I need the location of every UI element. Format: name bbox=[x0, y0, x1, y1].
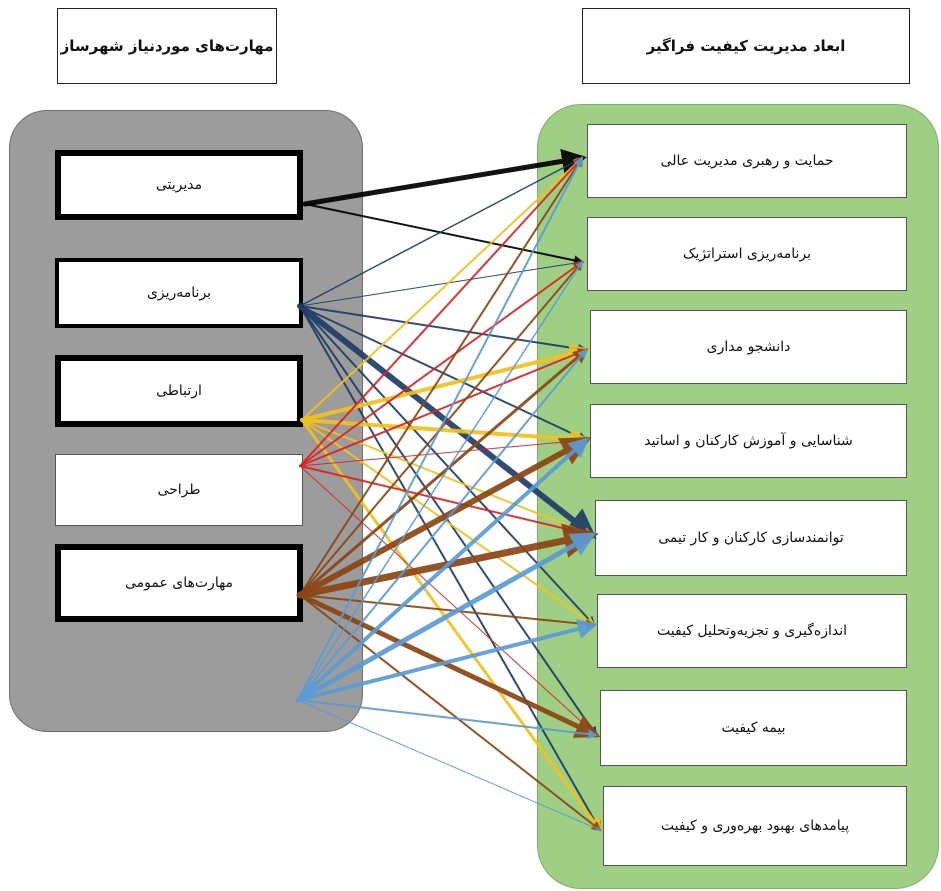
dimension-box: توانمندسازی کارکنان و کار تیمی bbox=[595, 500, 907, 576]
arrow-management-to-dimension-1 bbox=[304, 203, 584, 266]
arrow-extra-to-dimension-1 bbox=[297, 260, 583, 701]
arrow-extra-to-dimension-5 bbox=[296, 619, 598, 702]
arrow-extra-to-dimension-2 bbox=[297, 348, 588, 701]
dimension-label: دانشجو مداری bbox=[706, 339, 791, 355]
arrow-extra-to-dimension-7 bbox=[297, 699, 601, 831]
skill-label: مدیریتی bbox=[155, 177, 203, 193]
skill-label: برنامه‌ریزی bbox=[146, 285, 212, 301]
dimension-label: برنامه‌ریزی استراتژیک bbox=[682, 246, 812, 262]
dimension-box: دانشجو مداری bbox=[590, 310, 907, 384]
dimension-box: بیمه کیفیت bbox=[600, 690, 907, 766]
arrow-communication-to-dimension-4 bbox=[301, 419, 594, 537]
dimension-label: حمایت و رهبری مدیریت عالی bbox=[660, 153, 834, 169]
right-header: ابعاد مدیریت کیفیت فراگیر bbox=[582, 8, 910, 84]
dimension-box: برنامه‌ریزی استراتژیک bbox=[587, 217, 907, 291]
arrow-general-to-dimension-6 bbox=[297, 592, 601, 738]
arrow-design-to-dimension-3 bbox=[299, 437, 587, 467]
skill-box-planning: برنامه‌ریزی bbox=[55, 258, 303, 328]
arrow-design-to-dimension-0 bbox=[299, 156, 584, 467]
skill-box-general: مهارت‌های عمومی bbox=[55, 544, 303, 622]
arrow-planning-to-dimension-6 bbox=[299, 305, 598, 737]
skill-label: ارتباطی bbox=[156, 383, 202, 399]
skill-box-design: طراحی bbox=[55, 454, 303, 526]
arrow-communication-to-dimension-5 bbox=[301, 419, 596, 627]
arrow-extra-to-dimension-4 bbox=[295, 532, 597, 703]
right-header-text: ابعاد مدیریت کیفیت فراگیر bbox=[646, 37, 846, 55]
arrow-planning-to-dimension-0 bbox=[299, 157, 584, 307]
skill-label: طراحی bbox=[157, 482, 201, 498]
left-header: مهارت‌های موردنیاز شهرساز bbox=[57, 8, 277, 84]
dimension-label: پیامدهای بهبود بهره‌وری و کیفیت bbox=[660, 818, 850, 834]
arrow-extra-to-dimension-3 bbox=[296, 437, 589, 702]
arrow-general-to-dimension-2 bbox=[298, 348, 589, 597]
arrow-management-to-dimension-0 bbox=[302, 148, 587, 207]
arrow-design-to-dimension-2 bbox=[299, 348, 588, 467]
arrow-extra-to-dimension-0 bbox=[297, 156, 583, 701]
left-header-text: مهارت‌های موردنیاز شهرساز bbox=[60, 37, 274, 55]
skill-label: مهارت‌های عمومی bbox=[124, 575, 234, 591]
arrow-communication-to-dimension-2 bbox=[300, 344, 590, 422]
arrow-design-to-dimension-1 bbox=[299, 260, 584, 467]
skill-box-management: مدیریتی bbox=[55, 150, 303, 220]
dimension-label: توانمندسازی کارکنان و کار تیمی bbox=[658, 530, 844, 546]
skill-box-communication: ارتباطی bbox=[55, 355, 303, 427]
dimension-label: شناسایی و آموزش کارکنان و اساتید bbox=[644, 433, 853, 449]
arrow-planning-to-dimension-7 bbox=[299, 305, 601, 832]
arrow-planning-to-dimension-4 bbox=[297, 303, 597, 539]
arrow-general-to-dimension-5 bbox=[299, 594, 596, 630]
arrow-planning-to-dimension-5 bbox=[299, 305, 596, 627]
arrow-extra-to-dimension-6 bbox=[297, 699, 598, 740]
arrow-communication-to-dimension-3 bbox=[300, 418, 590, 449]
arrow-design-to-dimension-4 bbox=[299, 465, 594, 539]
arrow-design-to-dimension-6 bbox=[299, 465, 597, 736]
arrow-planning-to-dimension-2 bbox=[299, 305, 588, 354]
dimension-box: اندازه‌گیری و تجزیه‌وتحلیل کیفیت bbox=[597, 594, 907, 668]
dimension-box: حمایت و رهبری مدیریت عالی bbox=[587, 124, 907, 198]
dimension-label: بیمه کیفیت bbox=[721, 720, 786, 736]
dimension-label: اندازه‌گیری و تجزیه‌وتحلیل کیفیت bbox=[657, 623, 847, 639]
arrow-general-to-dimension-0 bbox=[299, 156, 584, 596]
arrow-planning-to-dimension-1 bbox=[299, 260, 583, 307]
arrow-general-to-dimension-3 bbox=[297, 437, 592, 598]
dimension-box: شناسایی و آموزش کارکنان و اساتید bbox=[590, 404, 907, 478]
dimension-box: پیامدهای بهبود بهره‌وری و کیفیت bbox=[603, 786, 907, 866]
arrow-general-to-dimension-7 bbox=[299, 594, 602, 832]
arrow-communication-to-dimension-7 bbox=[300, 418, 602, 833]
arrow-communication-to-dimension-0 bbox=[301, 156, 584, 421]
